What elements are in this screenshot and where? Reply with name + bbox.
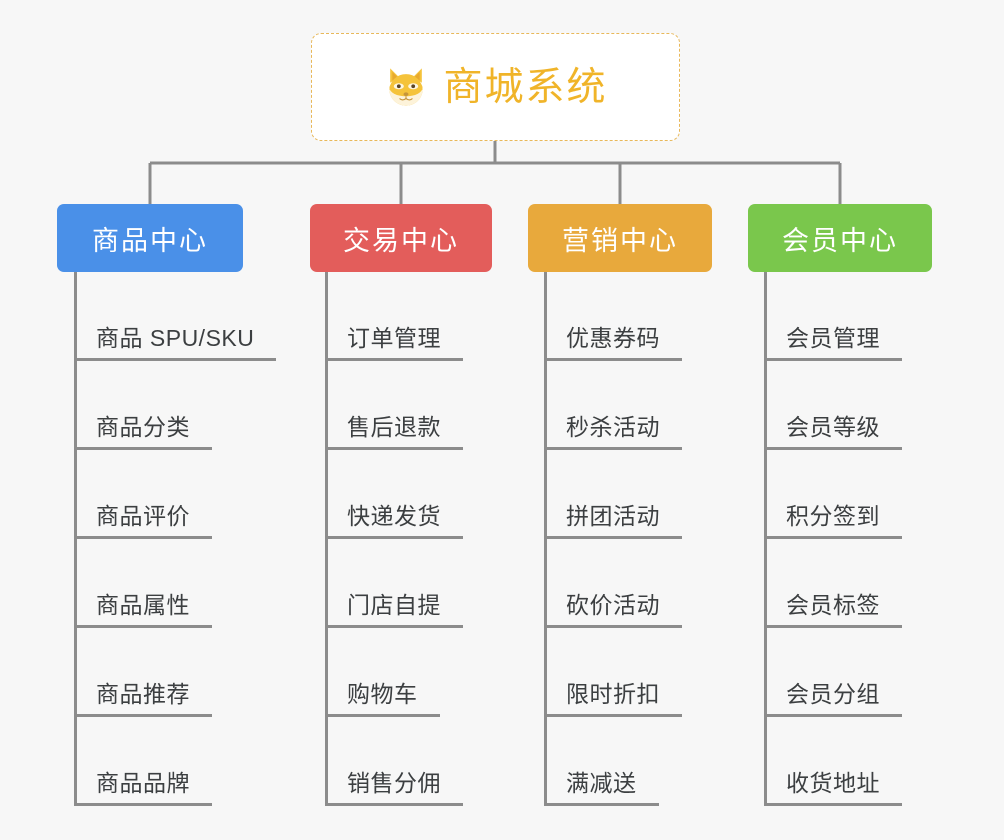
leaf-underline: 会员等级	[764, 413, 902, 450]
leaf-item-label: 砍价活动	[566, 592, 660, 619]
category-spine	[544, 272, 547, 806]
leaf-item-label: 商品 SPU/SKU	[96, 325, 255, 352]
leaf-item-label: 收货地址	[786, 770, 880, 797]
leaf-underline: 优惠券码	[544, 324, 682, 361]
leaf-item-label: 会员管理	[786, 325, 880, 352]
leaf-underline: 拼团活动	[544, 502, 682, 539]
leaf-item-label: 积分签到	[786, 503, 880, 530]
leaf-item[interactable]: 会员标签	[764, 539, 902, 628]
leaf-item[interactable]: 会员等级	[764, 361, 902, 450]
leaf-item-label: 会员分组	[786, 681, 880, 708]
leaf-underline: 收货地址	[764, 769, 902, 806]
leaf-item[interactable]: 商品分类	[74, 361, 212, 450]
leaf-item-label: 订单管理	[347, 325, 441, 352]
leaf-underline: 购物车	[325, 680, 440, 717]
leaf-item-label: 购物车	[347, 681, 418, 708]
leaf-item[interactable]: 销售分佣	[325, 717, 463, 806]
category-header-3[interactable]: 营销中心	[528, 204, 712, 272]
leaf-item-label: 商品评价	[96, 503, 190, 530]
leaf-item-label: 秒杀活动	[566, 414, 660, 441]
leaf-item[interactable]: 售后退款	[325, 361, 463, 450]
leaf-item[interactable]: 购物车	[325, 628, 440, 717]
leaf-underline: 订单管理	[325, 324, 463, 361]
leaf-item-label: 优惠券码	[566, 325, 660, 352]
category-spine	[74, 272, 77, 806]
leaf-underline: 会员分组	[764, 680, 902, 717]
leaf-underline: 商品品牌	[74, 769, 212, 806]
leaf-item-label: 售后退款	[347, 414, 441, 441]
leaf-underline: 会员标签	[764, 591, 902, 628]
leaf-item[interactable]: 门店自提	[325, 539, 463, 628]
leaf-underline: 满减送	[544, 769, 659, 806]
leaf-underline: 会员管理	[764, 324, 902, 361]
leaf-underline: 积分签到	[764, 502, 902, 539]
leaf-item-label: 拼团活动	[566, 503, 660, 530]
category-header-label: 交易中心	[343, 225, 459, 256]
leaf-item[interactable]: 限时折扣	[544, 628, 682, 717]
leaf-underline: 快递发货	[325, 502, 463, 539]
root-node[interactable]: 商城系统	[311, 33, 680, 141]
category-header-4[interactable]: 会员中心	[748, 204, 932, 272]
leaf-underline: 限时折扣	[544, 680, 682, 717]
leaf-underline: 销售分佣	[325, 769, 463, 806]
shiba-dog-face-icon	[383, 64, 429, 110]
leaf-item[interactable]: 砍价活动	[544, 539, 682, 628]
leaf-underline: 商品属性	[74, 591, 212, 628]
leaf-item-label: 限时折扣	[566, 681, 660, 708]
leaf-item-label: 会员等级	[786, 414, 880, 441]
category-header-label: 会员中心	[782, 225, 898, 256]
leaf-item-label: 门店自提	[347, 592, 441, 619]
leaf-item-label: 商品品牌	[96, 770, 190, 797]
leaf-item[interactable]: 收货地址	[764, 717, 902, 806]
leaf-item[interactable]: 商品推荐	[74, 628, 212, 717]
leaf-underline: 砍价活动	[544, 591, 682, 628]
leaf-item-label: 会员标签	[786, 592, 880, 619]
leaf-underline: 商品评价	[74, 502, 212, 539]
leaf-item-label: 快递发货	[347, 503, 441, 530]
category-header-label: 营销中心	[562, 225, 678, 256]
leaf-item-label: 满减送	[566, 770, 637, 797]
category-header-2[interactable]: 交易中心	[310, 204, 492, 272]
category-spine	[764, 272, 767, 806]
leaf-item-label: 商品属性	[96, 592, 190, 619]
leaf-item-label: 商品分类	[96, 414, 190, 441]
leaf-item[interactable]: 秒杀活动	[544, 361, 682, 450]
leaf-item[interactable]: 快递发货	[325, 450, 463, 539]
leaf-underline: 售后退款	[325, 413, 463, 450]
leaf-item[interactable]: 订单管理	[325, 272, 463, 361]
root-title: 商城系统	[443, 65, 608, 109]
leaf-item[interactable]: 商品品牌	[74, 717, 212, 806]
leaf-item-label: 商品推荐	[96, 681, 190, 708]
category-header-1[interactable]: 商品中心	[57, 204, 243, 272]
leaf-underline: 商品 SPU/SKU	[74, 324, 277, 361]
leaf-underline: 商品分类	[74, 413, 212, 450]
leaf-item[interactable]: 商品属性	[74, 539, 212, 628]
category-header-label: 商品中心	[92, 225, 208, 256]
leaf-item[interactable]: 会员管理	[764, 272, 902, 361]
leaf-underline: 秒杀活动	[544, 413, 682, 450]
category-spine	[325, 272, 328, 806]
leaf-underline: 门店自提	[325, 591, 463, 628]
leaf-underline: 商品推荐	[74, 680, 212, 717]
leaf-item[interactable]: 满减送	[544, 717, 659, 806]
leaf-item[interactable]: 会员分组	[764, 628, 902, 717]
leaf-item[interactable]: 积分签到	[764, 450, 902, 539]
leaf-item-label: 销售分佣	[347, 770, 441, 797]
leaf-item[interactable]: 优惠券码	[544, 272, 682, 361]
leaf-item[interactable]: 商品评价	[74, 450, 212, 539]
leaf-item[interactable]: 拼团活动	[544, 450, 682, 539]
leaf-item[interactable]: 商品 SPU/SKU	[74, 272, 277, 361]
